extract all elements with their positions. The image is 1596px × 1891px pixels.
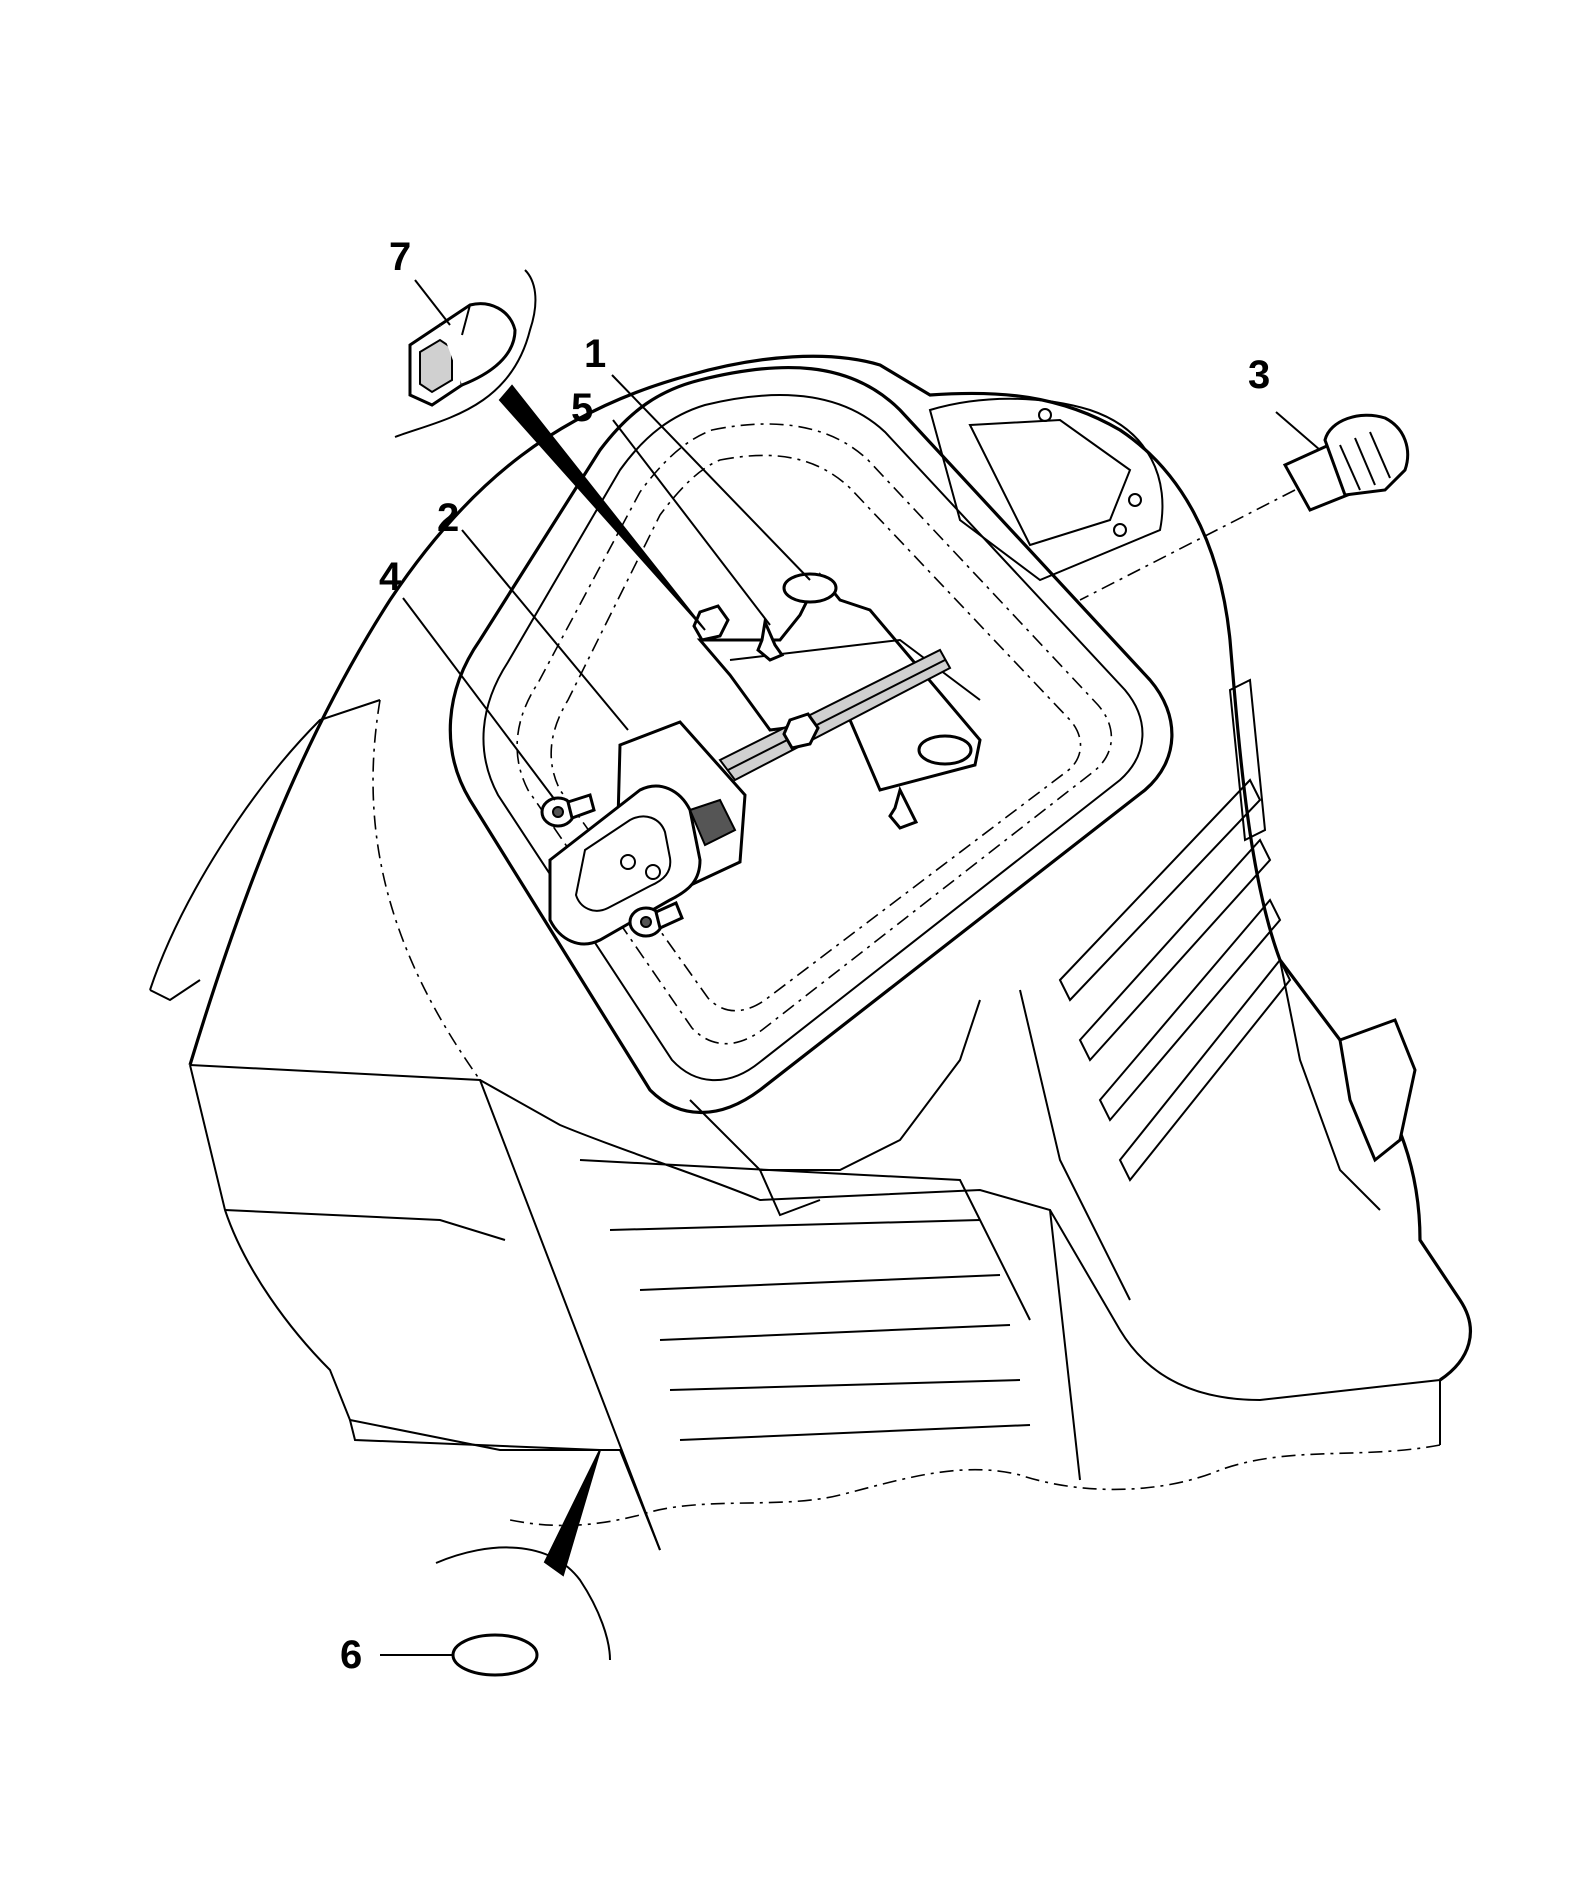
leader-lines <box>380 279 1321 1656</box>
callout-2: 2 <box>437 496 459 540</box>
knob-part <box>1079 413 1410 601</box>
callout-7: 7 <box>389 235 411 279</box>
upper-vent-housing <box>928 397 1164 582</box>
screw-fastener <box>628 900 684 938</box>
side-vent-slots <box>1058 678 1292 1182</box>
switch-assembly <box>548 720 747 946</box>
callout-3: 3 <box>1248 353 1270 397</box>
bracket-nut <box>692 604 730 642</box>
side-clip <box>1338 1018 1417 1163</box>
callout-5: 5 <box>571 386 593 430</box>
bracket-nut <box>782 712 820 750</box>
callout-6: 6 <box>340 1633 362 1677</box>
opening-frame <box>448 365 1174 1217</box>
callout-4: 4 <box>379 555 402 599</box>
bracket-assembly <box>692 572 982 830</box>
bracket-bolt <box>888 785 919 830</box>
detail-hex-nut <box>394 269 706 631</box>
housing-body <box>149 354 1472 1551</box>
callout-1: 1 <box>584 332 606 376</box>
spacer-washer <box>917 734 973 766</box>
spacer-washer <box>782 572 838 604</box>
bracket-bolt <box>756 616 785 662</box>
screw-fastener <box>540 793 596 828</box>
detail-oval-plug <box>435 1449 611 1677</box>
